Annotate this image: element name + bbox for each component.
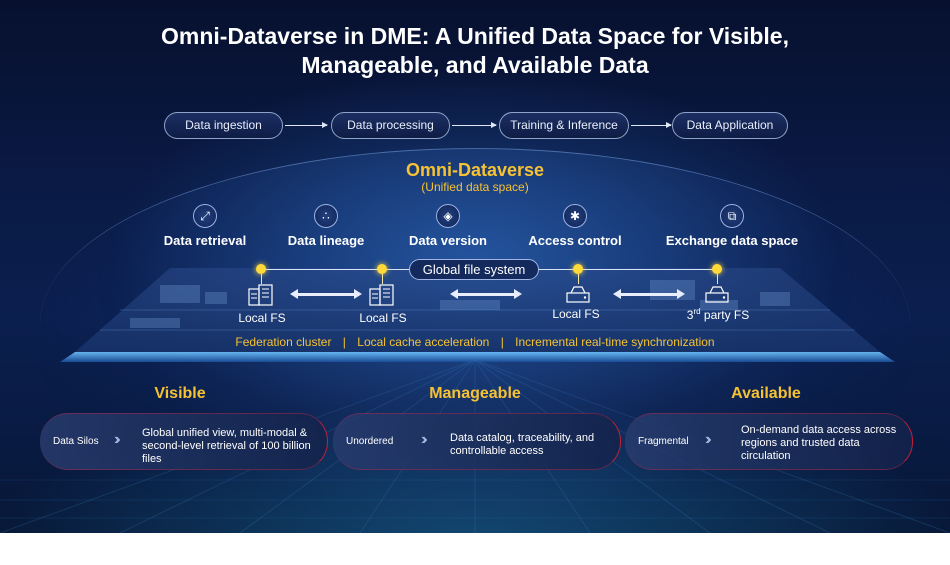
pipeline-step-ingestion: Data ingestion	[164, 112, 283, 139]
card-from-label: Unordered	[346, 436, 394, 447]
title-line-1: Omni-Dataverse in DME: A Unified Data Sp…	[161, 23, 789, 49]
storage-device-icon	[566, 286, 590, 303]
pipeline-arrow-2	[452, 122, 497, 128]
fs-label-4-pre: 3	[686, 308, 694, 322]
fs-node-dot-3	[573, 264, 583, 274]
feature-label: Access control	[528, 233, 622, 248]
feature-data-version: ◈ Data version	[398, 204, 498, 248]
card-to-text: Data catalog, traceability, and controll…	[450, 432, 595, 457]
pillar-heading-available: Available	[731, 385, 801, 402]
fs-label-4: 3rd party FS	[670, 307, 766, 322]
fs-label-4-sup: rd	[693, 307, 701, 316]
exchange-icon: ⧉	[720, 204, 744, 228]
storage-device-icon	[705, 286, 729, 303]
card-from-label: Fragmental	[638, 436, 689, 447]
double-chevron-icon: ››	[421, 431, 427, 448]
card-to-text: Global unified view, multi-modal & secon…	[142, 427, 311, 465]
capability-cache: Local cache acceleration	[357, 335, 490, 349]
fs-label-3: Local FS	[552, 307, 600, 321]
fs-connector-3	[578, 274, 579, 284]
pipeline-arrow-1	[285, 122, 328, 128]
access-control-icon: ✱	[563, 204, 587, 228]
feature-label: Data version	[408, 233, 488, 248]
feature-label: Data lineage	[287, 233, 365, 248]
sync-arrow-2	[450, 289, 522, 299]
bottom-margin	[0, 533, 950, 565]
fs-connector-2	[382, 274, 383, 284]
feature-data-lineage: ∴ Data lineage	[276, 204, 376, 248]
feature-exchange-data-space: ⧉ Exchange data space	[656, 204, 808, 248]
card-from-label: Data Silos	[53, 436, 99, 447]
title-line-2: Manageable, and Available Data	[301, 52, 649, 78]
feature-label: Data retrieval	[163, 233, 247, 248]
dataverse-subtitle: (Unified data space)	[421, 180, 529, 194]
pipeline-step-processing: Data processing	[331, 112, 450, 139]
separator: |	[342, 335, 346, 349]
fs-label-4-post: party FS	[700, 308, 750, 322]
capabilities-line: Federation cluster | Local cache acceler…	[0, 335, 950, 349]
pipeline-step-application: Data Application	[672, 112, 788, 139]
pipeline-step-training: Training & Inference	[499, 112, 629, 139]
server-building-icon	[369, 284, 394, 306]
retrieval-icon: ⤢	[193, 204, 217, 228]
capability-sync: Incremental real-time synchronization	[515, 335, 715, 349]
fs-node-dot-4	[712, 264, 722, 274]
pillar-card-visible: Data Silos ›› Global unified view, multi…	[40, 413, 328, 470]
feature-access-control: ✱ Access control	[518, 204, 632, 248]
pillar-card-manageable: Unordered ›› Data catalog, traceability,…	[333, 413, 621, 470]
pillar-heading-visible: Visible	[154, 385, 206, 402]
card-to-text: On-demand data access across regions and…	[741, 424, 897, 462]
pillar-heading-manageable: Manageable	[429, 385, 521, 402]
fs-node-dot-1	[256, 264, 266, 274]
feature-data-retrieval: ⤢ Data retrieval	[150, 204, 260, 248]
feature-label: Exchange data space	[665, 233, 799, 248]
diagram-canvas: Omni-Dataverse in DME: A Unified Data Sp…	[0, 0, 950, 533]
sync-arrow-1	[290, 289, 362, 299]
capability-federation: Federation cluster	[235, 335, 332, 349]
dataverse-title: Omni-Dataverse	[405, 160, 545, 180]
pipeline-arrow-3	[631, 122, 672, 128]
fs-connector-4	[717, 274, 718, 284]
fs-node-dot-2	[377, 264, 387, 274]
layers-icon: ◈	[436, 204, 460, 228]
double-chevron-icon: ››	[114, 431, 120, 448]
sync-arrow-3	[613, 289, 685, 299]
fs-label-2: Local FS	[359, 311, 407, 325]
global-file-system-badge: Global file system	[409, 259, 539, 280]
pillar-card-available: Fragmental ›› On-demand data access acro…	[625, 413, 913, 470]
fs-label-1: Local FS	[238, 311, 286, 325]
lineage-icon: ∴	[314, 204, 338, 228]
double-chevron-icon: ››	[705, 431, 711, 448]
server-building-icon	[248, 284, 273, 306]
fs-connector-1	[261, 274, 262, 284]
separator: |	[500, 335, 504, 349]
page-title: Omni-Dataverse in DME: A Unified Data Sp…	[0, 22, 950, 80]
